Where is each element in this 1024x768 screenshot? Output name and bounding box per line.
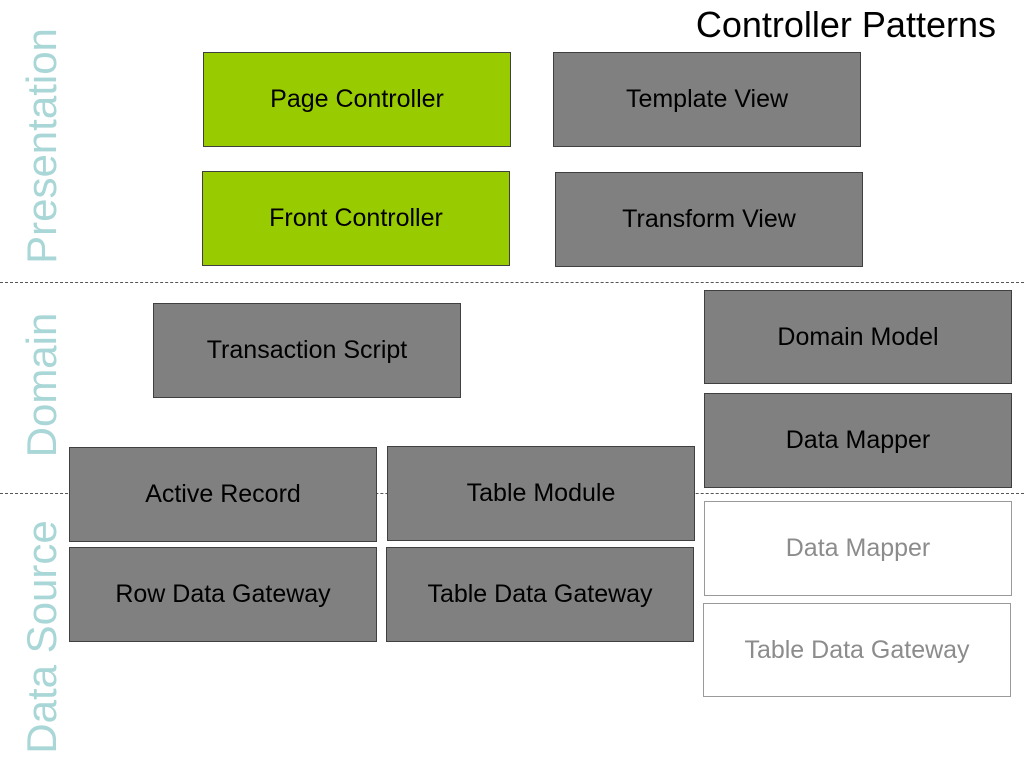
- row-data-gateway-box: Row Data Gateway: [69, 547, 377, 642]
- template-view-box: Template View: [553, 52, 861, 147]
- presentation-domain-divider: [0, 282, 1024, 283]
- transform-view-box: Transform View: [555, 172, 863, 267]
- presentation-layer-label: Presentation: [18, 28, 65, 264]
- data-mapper-faded-box: Data Mapper: [704, 501, 1012, 596]
- table-module-box: Table Module: [387, 446, 695, 541]
- domain-model-box: Domain Model: [704, 290, 1012, 384]
- table-data-gateway-faded-box: Table Data Gateway: [703, 603, 1011, 697]
- domain-layer-label: Domain: [18, 312, 65, 458]
- data-source-layer-label: Data Source: [18, 520, 65, 754]
- page-controller-box: Page Controller: [203, 52, 511, 147]
- active-record-box: Active Record: [69, 447, 377, 542]
- data-mapper-box: Data Mapper: [704, 393, 1012, 488]
- transaction-script-box: Transaction Script: [153, 303, 461, 398]
- page-title: Controller Patterns: [695, 4, 996, 45]
- front-controller-box: Front Controller: [202, 171, 510, 266]
- table-data-gateway-box: Table Data Gateway: [386, 547, 694, 642]
